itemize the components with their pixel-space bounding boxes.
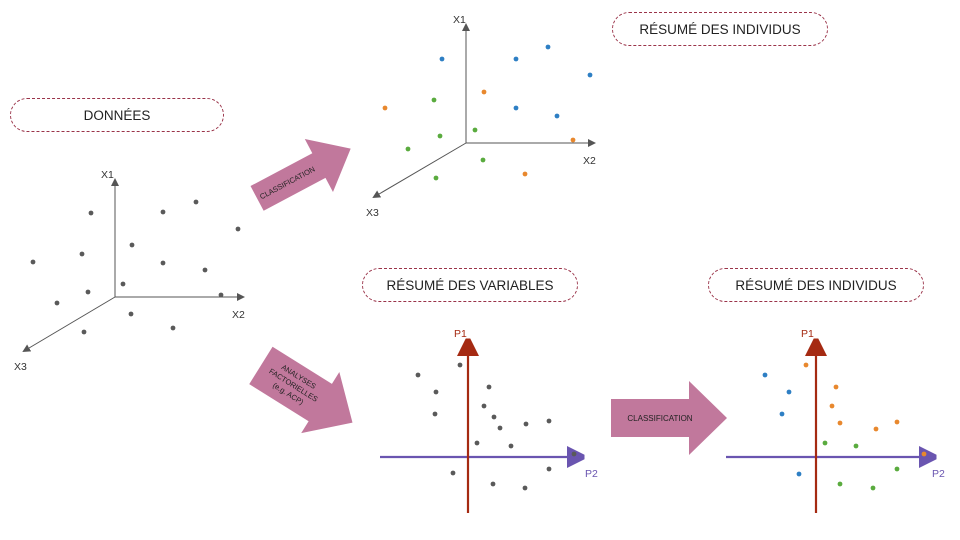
data-point xyxy=(202,267,208,273)
classified-point xyxy=(570,137,576,143)
resume-variables-label: RÉSUMÉ DES VARIABLES xyxy=(362,268,578,302)
data-point xyxy=(120,281,126,287)
variable-point xyxy=(491,414,497,420)
x2-label-classified: X2 xyxy=(583,155,596,167)
individual-point xyxy=(833,384,839,390)
data-point xyxy=(160,260,166,266)
individual-point xyxy=(762,372,768,378)
classified-point xyxy=(522,171,528,177)
individual-point xyxy=(894,466,900,472)
variable-point xyxy=(450,470,456,476)
data-points xyxy=(30,199,241,335)
classified-points-3d xyxy=(382,44,593,181)
p2-label-individuals: P2 xyxy=(932,468,945,480)
x3-label-classified: X3 xyxy=(366,207,379,219)
p2-label-variables: P2 xyxy=(585,468,598,480)
individual-point xyxy=(837,420,843,426)
variable-point xyxy=(433,389,439,395)
variable-point xyxy=(432,411,438,417)
pca-individuals-axes: P1 P2 xyxy=(726,328,945,513)
classified-point xyxy=(405,146,411,152)
variable-point xyxy=(490,481,496,487)
donnees-label: DONNÉES xyxy=(10,98,224,132)
data-point xyxy=(54,300,60,306)
data-point xyxy=(85,289,91,295)
pca-variables-axes: P1 P2 xyxy=(380,328,598,513)
individual-point xyxy=(786,389,792,395)
classified-point xyxy=(587,72,593,78)
resume-individus-bottom-label: RÉSUMÉ DES INDIVIDUS xyxy=(708,268,924,302)
classified-point xyxy=(472,127,478,133)
individual-point xyxy=(853,443,859,449)
x2-label-data: X2 xyxy=(232,309,245,321)
classification-arrow-top: CLASSIFICATION xyxy=(250,139,351,211)
pca-variable-points xyxy=(415,362,577,491)
variable-point xyxy=(497,425,503,431)
variable-point xyxy=(415,372,421,378)
variable-point xyxy=(486,384,492,390)
data-point xyxy=(193,199,199,205)
data-point xyxy=(235,226,241,232)
individual-point xyxy=(779,411,785,417)
variable-point xyxy=(474,440,480,446)
individual-point xyxy=(837,481,843,487)
classified-point xyxy=(480,157,486,163)
classified-point xyxy=(437,133,443,139)
classified-point xyxy=(481,89,487,95)
variable-point xyxy=(523,421,529,427)
variable-point xyxy=(481,403,487,409)
classified-point xyxy=(554,113,560,119)
x1-label-data: X1 xyxy=(101,169,114,181)
variable-point xyxy=(546,466,552,472)
individual-point xyxy=(894,419,900,425)
variable-point xyxy=(522,485,528,491)
data-point xyxy=(129,242,135,248)
classified-point xyxy=(431,97,437,103)
individual-point xyxy=(873,426,879,432)
classified-point xyxy=(433,175,439,181)
individual-point xyxy=(803,362,809,368)
pca-classified-points xyxy=(762,362,927,491)
individual-point xyxy=(822,440,828,446)
variable-point xyxy=(508,443,514,449)
data-point xyxy=(128,311,134,317)
individual-point xyxy=(829,403,835,409)
data-point xyxy=(79,251,85,257)
variable-point xyxy=(546,418,552,424)
data-point xyxy=(30,259,36,265)
data-axes: X1 X2 X3 xyxy=(14,169,245,373)
data-point xyxy=(170,325,176,331)
individual-point xyxy=(796,471,802,477)
data-point xyxy=(81,329,87,335)
p1-label-variables: P1 xyxy=(454,328,467,340)
classified-point xyxy=(513,56,519,62)
data-point xyxy=(218,292,224,298)
individual-point xyxy=(921,451,927,457)
classified-point xyxy=(382,105,388,111)
classification-arrow-bottom: CLASSIFICATION xyxy=(611,381,727,455)
classified-axes: X1 X2 X3 xyxy=(366,14,596,219)
individual-point xyxy=(870,485,876,491)
variable-point xyxy=(571,451,577,457)
resume-individus-top-label: RÉSUMÉ DES INDIVIDUS xyxy=(612,12,828,46)
classification-arrow-bottom-label: CLASSIFICATION xyxy=(627,414,692,423)
variable-point xyxy=(457,362,463,368)
x3-label-data: X3 xyxy=(14,361,27,373)
classified-point xyxy=(545,44,551,50)
x1-label-classified: X1 xyxy=(453,14,466,26)
p1-label-individuals: P1 xyxy=(801,328,814,340)
analyses-arrow: ANALYSES FACTORIELLES (e.g. ACP) xyxy=(249,346,353,434)
classified-point xyxy=(439,56,445,62)
data-point xyxy=(88,210,94,216)
classified-point xyxy=(513,105,519,111)
data-point xyxy=(160,209,166,215)
